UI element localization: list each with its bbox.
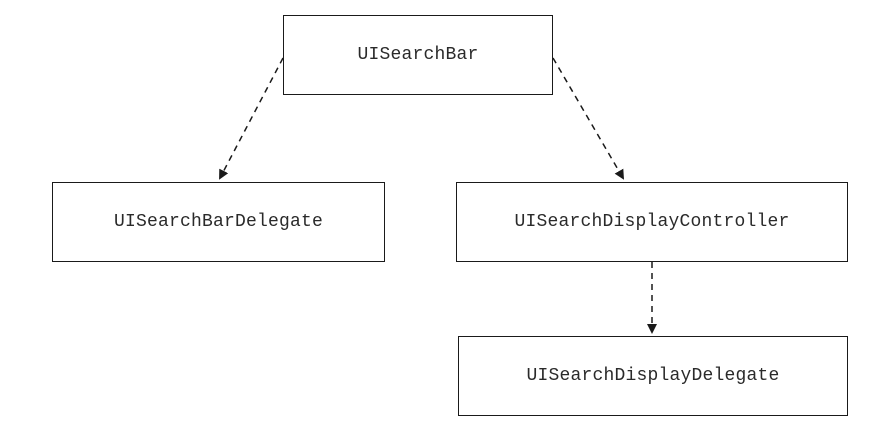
node-uisearchbardelegate: UISearchBarDelegate — [52, 182, 385, 262]
node-uisearchdisplaydelegate: UISearchDisplayDelegate — [458, 336, 848, 416]
node-label-uisearchbar: UISearchBar — [357, 45, 479, 65]
node-label-uisearchbardelegate: UISearchBarDelegate — [113, 212, 324, 232]
node-label-uisearchdisplaydelegate: UISearchDisplayDelegate — [526, 366, 780, 386]
node-uisearchdisplaycontroller: UISearchDisplayController — [456, 182, 848, 262]
node-uisearchbar: UISearchBar — [283, 15, 553, 95]
edge-searchbar-to-controller — [552, 57, 625, 180]
node-label-uisearchdisplaycontroller: UISearchDisplayController — [514, 212, 790, 232]
edge-searchbar-to-delegate — [219, 57, 284, 180]
